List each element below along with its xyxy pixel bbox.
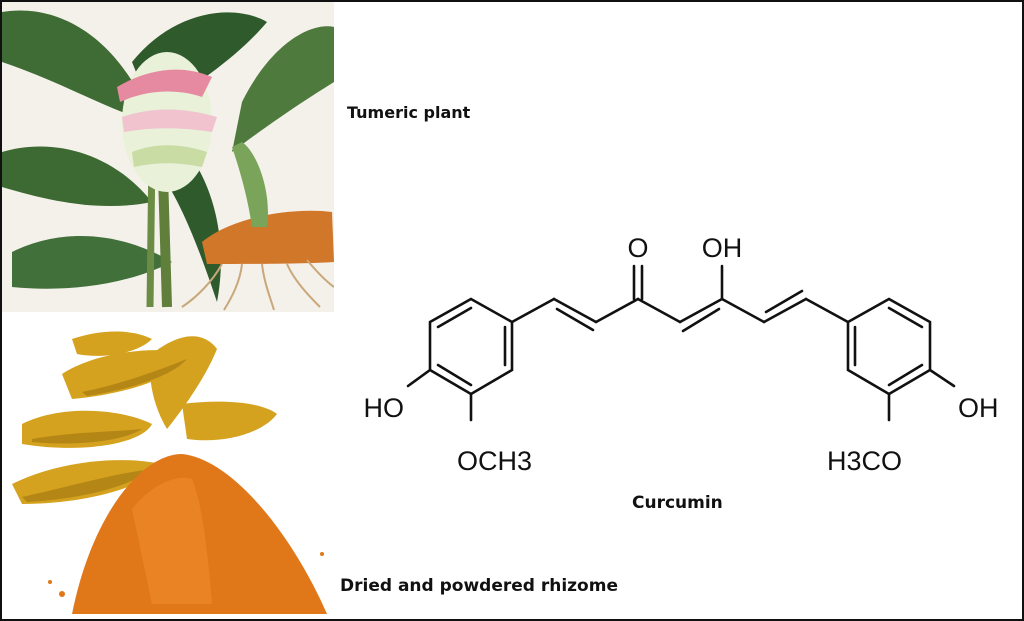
flower-bracts-mid	[122, 109, 217, 132]
curcumin-caption: Curcumin	[632, 493, 723, 513]
plant-drawing	[2, 10, 334, 311]
powder-highlight	[132, 477, 212, 604]
right-oh-bond	[928, 368, 956, 388]
rhizome-shading	[22, 359, 187, 502]
rhizome-shoot	[232, 142, 268, 227]
right-benzene-ring	[846, 297, 932, 396]
left-methoxy-label: OCH3	[457, 446, 532, 476]
enol-hydroxyl-label: OH	[702, 233, 743, 263]
right-methoxy-label: H3CO	[827, 446, 902, 476]
heptadienone-chain	[510, 289, 850, 333]
leaf-top-left	[2, 10, 152, 123]
leaf-lower-left	[12, 235, 172, 289]
left-benzene-ring	[428, 297, 514, 396]
roots	[181, 259, 334, 311]
curcumin-structure: O OH HO OCH3 OH H3CO	[364, 233, 999, 476]
right-hydroxyl-label: OH	[958, 393, 999, 423]
rhizome-drawing	[12, 331, 327, 614]
turmeric-plant-illustration	[2, 2, 334, 312]
turmeric-rhizome-and-powder-photo	[2, 314, 334, 619]
powder-specks	[48, 552, 324, 597]
rhizome-caption: Dried and powdered rhizome	[340, 576, 618, 596]
carbonyl-double-bond	[632, 264, 644, 301]
left-hydroxyl-label: HO	[364, 393, 405, 423]
leaf-top-right	[232, 26, 334, 152]
rhizome-cluster	[202, 210, 334, 264]
flower-bracts-top	[117, 69, 212, 102]
left-oh-bond	[406, 368, 432, 388]
carbonyl-oxygen-label: O	[627, 233, 648, 263]
plant-caption: Tumeric plant	[347, 103, 471, 122]
flower-bracts-low	[132, 145, 207, 167]
leaf-mid-left	[2, 146, 152, 207]
